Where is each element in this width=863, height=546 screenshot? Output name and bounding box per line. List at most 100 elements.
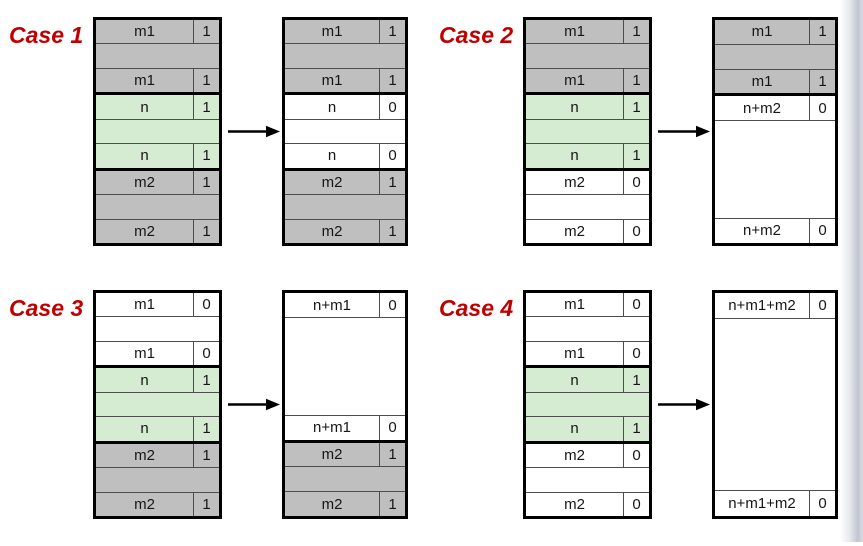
block-label: n <box>570 98 579 116</box>
block-payload <box>96 393 219 416</box>
allocated-flag: 1 <box>193 443 219 468</box>
allocated-flag: 1 <box>193 68 219 93</box>
block-label: n+m1 <box>313 296 351 314</box>
block-label: m1 <box>321 72 343 90</box>
allocated-flag: 0 <box>193 341 219 366</box>
block-payload <box>285 467 405 491</box>
allocated-flag: 0 <box>809 293 835 318</box>
allocated-flag: 0 <box>809 491 835 517</box>
block-payload <box>526 468 649 491</box>
block-label: m1 <box>564 23 585 41</box>
allocated-flag: 1 <box>379 68 405 93</box>
memory-block-m1: m1 1 m1 1 <box>285 20 405 93</box>
block-payload <box>96 317 219 340</box>
block-footer-row: n+m1+m2 0 <box>715 490 835 517</box>
block-footer-row: n+m1 0 <box>285 414 405 440</box>
block-label: m2 <box>321 222 343 240</box>
block-label: n <box>327 98 337 116</box>
allocated-flag: 0 <box>379 415 405 440</box>
block-payload <box>96 44 219 67</box>
block-label: m2 <box>564 446 585 464</box>
block-label: n <box>570 371 579 389</box>
allocated-flag: 1 <box>193 170 219 195</box>
block-label: m2 <box>134 495 155 513</box>
block-payload <box>526 120 649 143</box>
allocated-flag: 1 <box>623 95 649 119</box>
block-payload <box>96 468 219 491</box>
block-label: n+m1+m2 <box>728 495 796 513</box>
allocated-flag: 0 <box>623 293 649 317</box>
block-payload <box>526 44 649 67</box>
allocated-flag: 0 <box>623 492 649 516</box>
block-label: n+m1 <box>313 419 351 437</box>
block-header-row: m1 1 <box>526 20 649 45</box>
block-label: n <box>140 371 149 389</box>
case-label: Case 2 <box>439 22 514 48</box>
block-label: n <box>140 147 149 165</box>
allocated-flag: 0 <box>193 293 219 317</box>
block-payload <box>715 121 835 217</box>
allocated-flag: 1 <box>379 20 405 44</box>
block-label: n <box>570 420 579 438</box>
right-arrow-icon <box>228 125 280 138</box>
block-payload <box>715 45 835 69</box>
allocated-flag: 1 <box>193 417 219 441</box>
block-header-row: m1 0 <box>96 293 219 318</box>
allocated-flag: 1 <box>623 20 649 44</box>
block-label: m2 <box>134 222 155 240</box>
block-label: m1 <box>134 296 155 314</box>
memory-block-n: n 1 n 1 <box>526 365 649 441</box>
block-label: m1 <box>134 23 155 41</box>
block-label: m1 <box>564 345 585 363</box>
block-label: m2 <box>321 495 343 513</box>
allocated-flag: 1 <box>379 492 405 517</box>
allocated-flag: 0 <box>623 170 649 195</box>
block-payload <box>526 195 649 218</box>
block-label: n <box>570 147 579 165</box>
block-payload <box>526 317 649 340</box>
right-arrow-icon <box>228 398 280 411</box>
block-label: m1 <box>321 23 343 41</box>
allocated-flag: 1 <box>623 417 649 441</box>
block-payload <box>285 195 405 218</box>
allocated-flag: 0 <box>809 96 835 121</box>
allocated-flag: 0 <box>809 218 835 243</box>
allocated-flag: 1 <box>623 368 649 392</box>
block-footer-row: m1 1 <box>285 67 405 93</box>
